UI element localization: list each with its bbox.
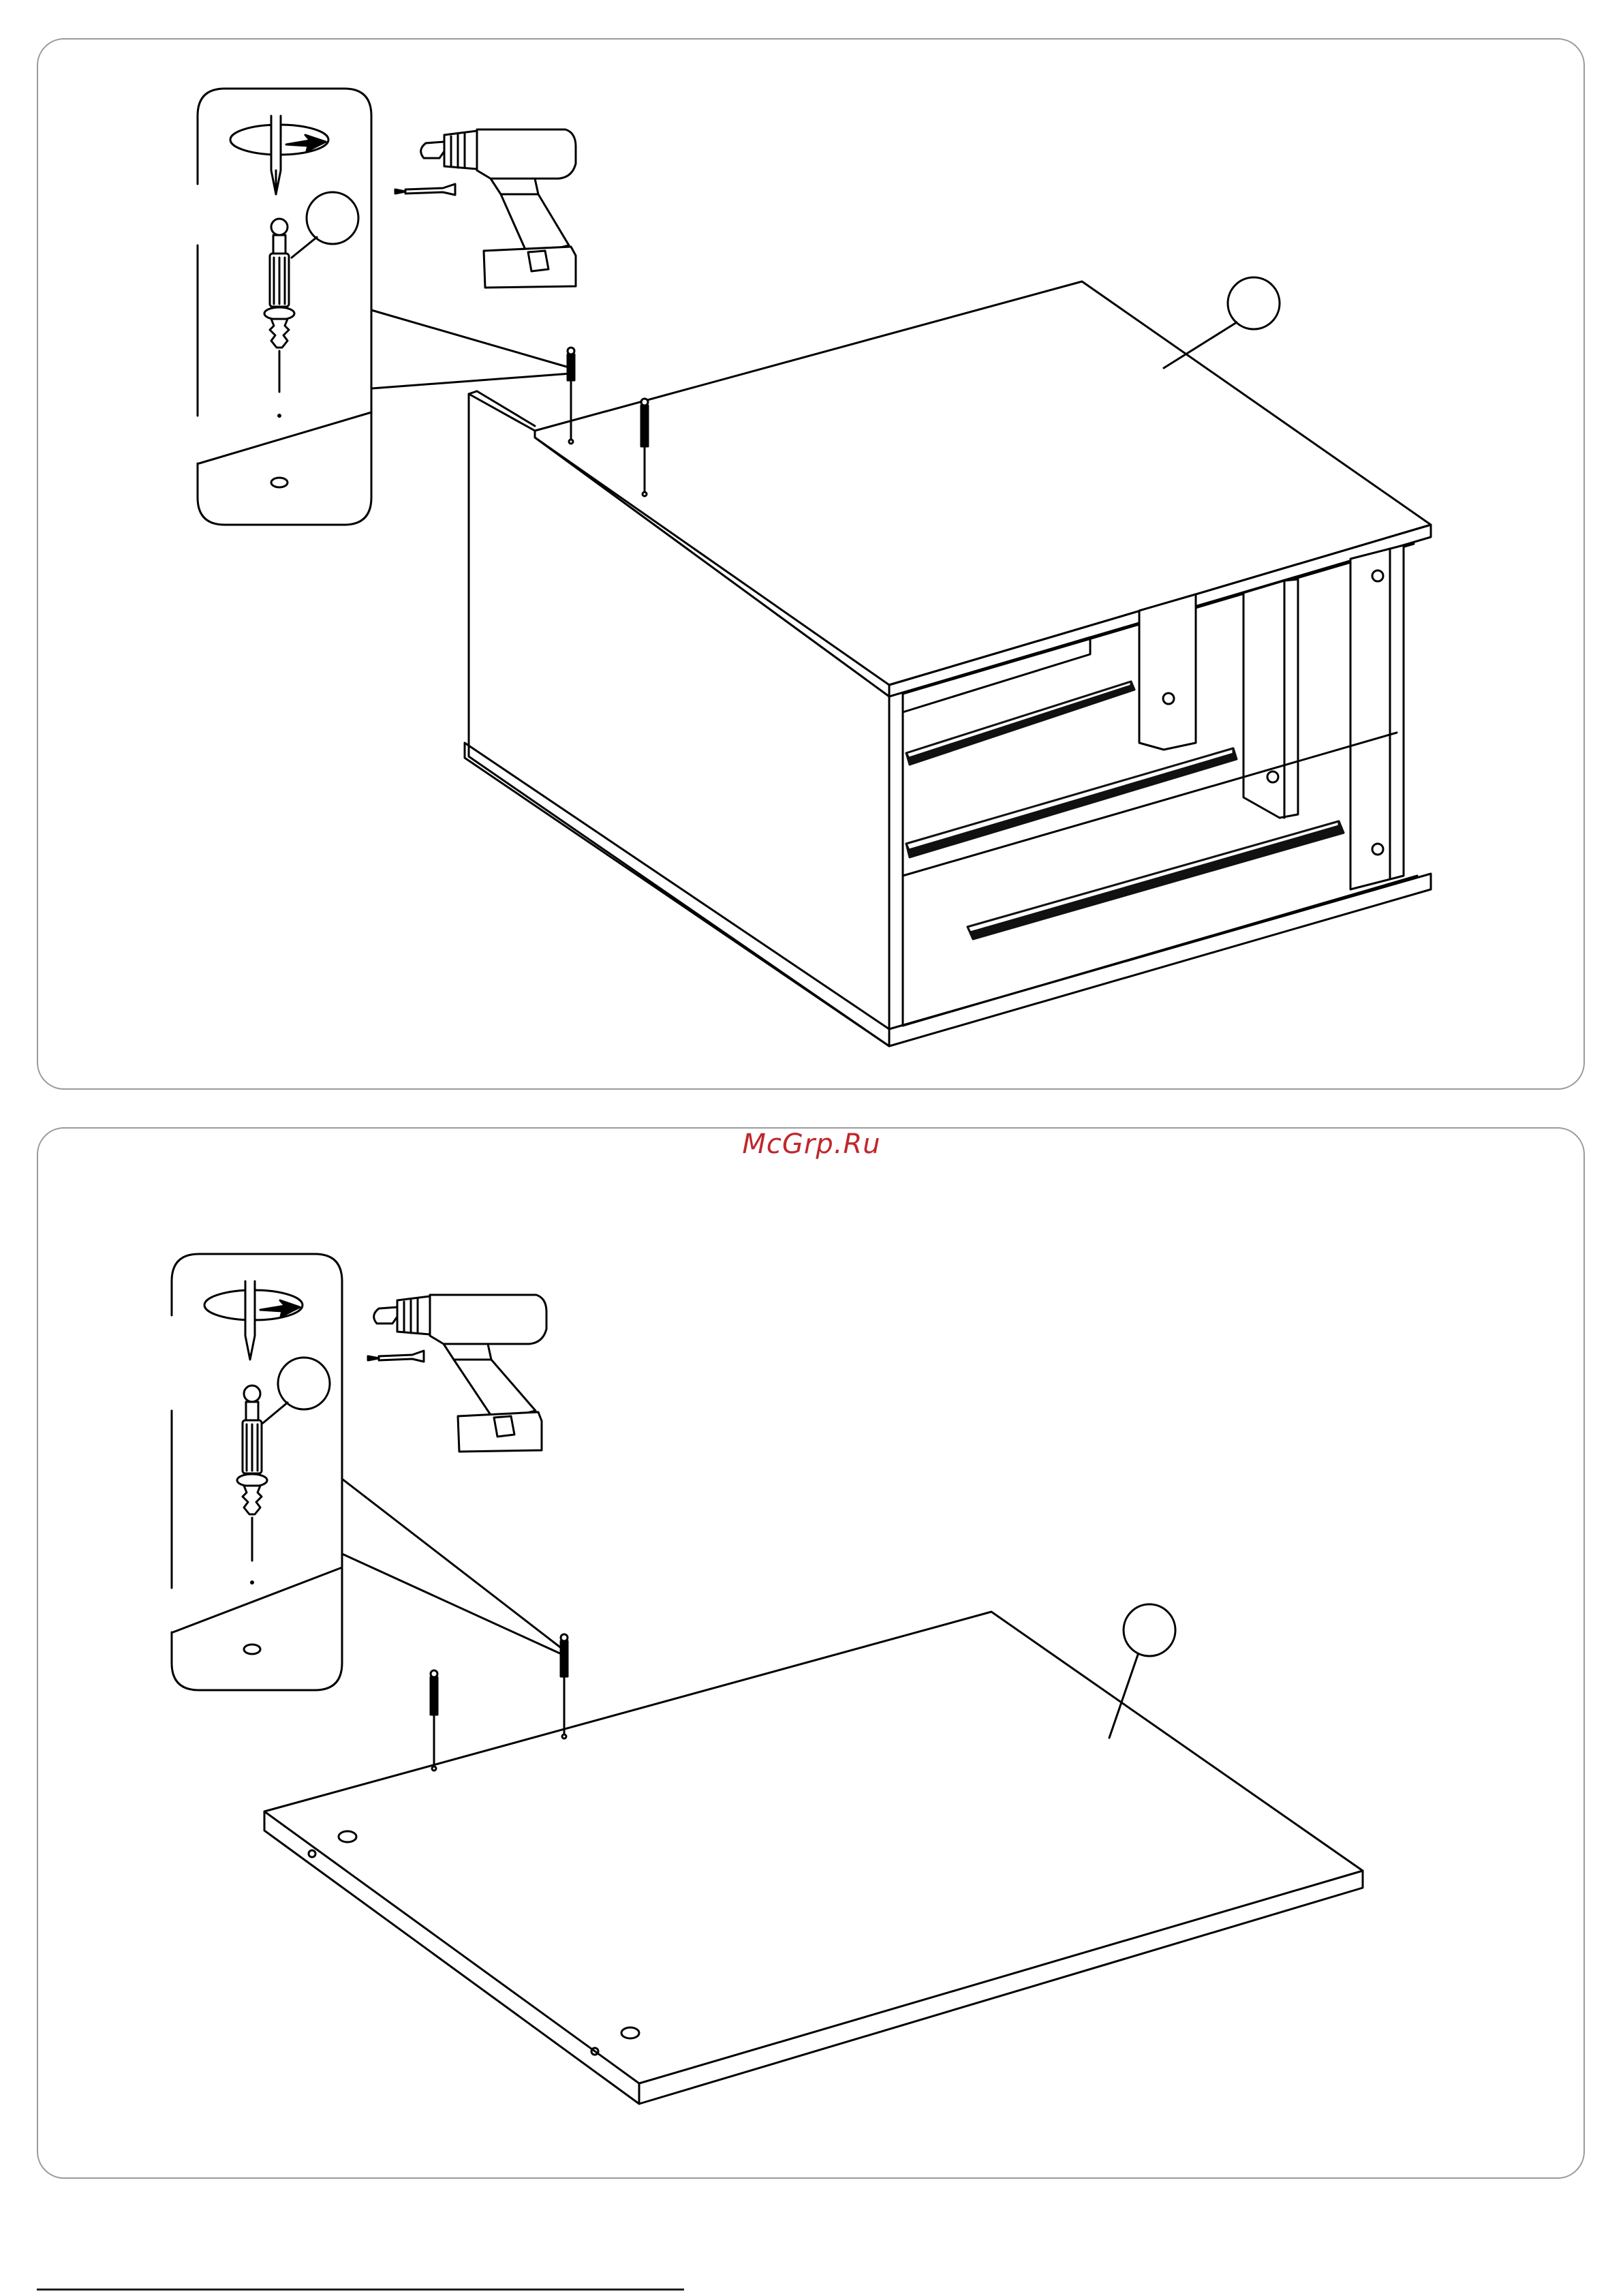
bottom-step-illustration xyxy=(172,1254,1363,2104)
cam-dowel xyxy=(264,219,294,487)
cabinet-carcass xyxy=(465,281,1431,1046)
power-drill-icon xyxy=(368,1295,546,1452)
part-label-circle xyxy=(307,192,358,244)
screwdriver-rotate-icon xyxy=(204,1281,303,1360)
top-step-illustration xyxy=(198,89,1431,1046)
bottom-panel xyxy=(264,1612,1363,2104)
cam-dowel xyxy=(237,1386,267,1654)
part-label-circle xyxy=(278,1358,330,1409)
part-label-circle xyxy=(1228,277,1280,329)
footer-rule xyxy=(37,2289,684,2291)
part-label-circle xyxy=(1124,1604,1175,1656)
screwdriver-rotate-icon xyxy=(230,116,328,194)
power-drill-icon xyxy=(395,129,576,288)
